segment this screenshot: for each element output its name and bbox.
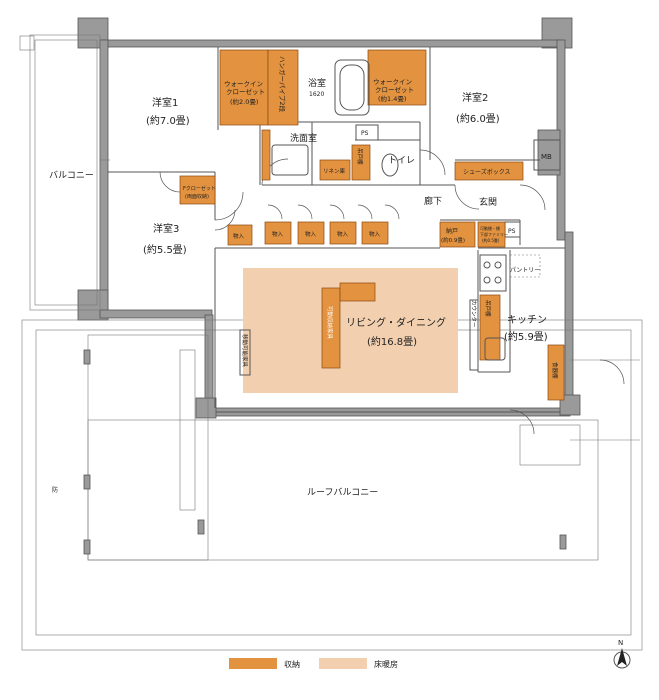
wic1-line3: (約2.0畳) [230,97,258,106]
movable-label: 移動可能家具 [241,334,249,368]
fixtures [239,59,541,376]
closet3-storage [179,175,216,205]
north-arrow-icon [617,648,627,666]
hanger-pipe-storage [267,49,299,126]
legend-swatch-heating [319,658,367,669]
room1-size: (約7.0畳) [146,114,190,127]
wic1-line1: ウォークイン [224,80,263,88]
nyuu-label-1: 物入 [233,232,245,240]
washroom-storage [261,129,271,181]
bath-name: 浴室 [308,77,326,89]
nando-b-line3: (約0.5畳) [482,237,500,243]
pantry-label: パントリー [510,267,540,274]
kitchen-size: (約5.9畳) [504,330,548,343]
nyuu-storage-2 [264,221,292,245]
shokki-label: 食器棚 [551,362,559,379]
hanger-pipe-label: ハンガーパイプ2段 [278,56,287,113]
living-size: (約16.8畳) [367,335,417,348]
nyuu-storage-5 [361,221,389,245]
nyuu-label-4: 物入 [337,230,349,238]
wic2-line3: (約1.4畳) [378,94,406,103]
legend-label-heating: 床暖房 [374,659,398,669]
compass-label: N [618,639,623,647]
wic2-storage [367,49,427,106]
nyuu-label-2: 物入 [272,230,284,238]
room1-name: 洋室1 [152,96,178,109]
nando-b-line1: 可動棚・棚 [480,225,500,231]
balcony-name: バルコニー [49,170,94,181]
shoes-box-storage [454,161,524,181]
counter-label: カウンター [470,300,478,328]
side-note: 防 [52,486,58,494]
ps1-label: PS [361,130,369,137]
wic1-storage [219,49,269,126]
hallway-name: 廊下 [424,195,442,207]
closet3-line2: (両面収納) [185,193,209,200]
wic1-line2: クローゼット [226,87,265,96]
ps2-label: PS [508,228,516,235]
toilet-storage [351,144,371,181]
island-storage-vertical [321,287,341,369]
nando-storage [439,221,476,248]
toilet-storage-label: 吊戸棚 [356,148,364,165]
mb-label: MB [541,153,552,161]
nyuu-label-3: 物入 [305,230,317,238]
legend-label-storage: 収納 [284,659,300,669]
room2-name: 洋室2 [462,91,488,104]
linen-storage [319,159,351,181]
nando-size-label: (約0.9畳) [441,236,465,244]
storage-blocks [179,49,565,401]
roof-balcony-name: ルーフバルコニー [307,487,378,498]
wic2-line1: ウォークイン [373,78,412,86]
bath-sub: 1620 [309,91,324,98]
island-storage-top [339,282,376,302]
nando-b-line2: 下部ファミリー [480,231,508,237]
shokki-storage [547,344,565,401]
room3-name: 洋室3 [153,222,179,235]
compass: N [613,639,631,669]
linen-label: リネン庫 [323,167,346,175]
room2-size: (約6.0畳) [456,112,500,125]
nando-b-storage [477,221,506,248]
storage-labels: ウォークイン クローゼット (約2.0畳) ハンガーパイプ2段 ウォークイン ク… [183,56,559,379]
nando-c-label: 吊戸棚 [484,300,492,317]
nando-label: 納戸 [446,227,458,235]
nyuu-storage-1 [227,224,253,246]
nyuu-storage-4 [329,221,357,245]
shoes-box-label: シューズボックス [463,168,511,176]
washroom-name: 洗面室 [290,132,317,144]
nyuu-label-5: 物入 [369,230,381,238]
toilet-name: トイレ [388,156,415,166]
kitchen-name: キッチン [507,314,547,326]
living-name: リビング・ダイニング [346,316,446,329]
balcony-area [19,34,110,311]
legend-swatch-storage [229,658,277,669]
legend: 収納 床暖房 [229,658,398,669]
entrance-name: 玄関 [479,196,497,208]
roof-balcony-area [21,319,643,651]
room-labels: 洋室1 (約7.0畳) 洋室2 (約6.0畳) 洋室3 (約5.5畳) リビング… [49,77,552,498]
room3-size: (約5.5畳) [143,243,187,256]
wic2-line2: クローゼット [375,85,414,94]
island-label: 可動収納家具 [326,306,334,340]
closet3-line1: Fクローゼット [183,185,216,192]
nyuu-storage-3 [297,221,325,245]
